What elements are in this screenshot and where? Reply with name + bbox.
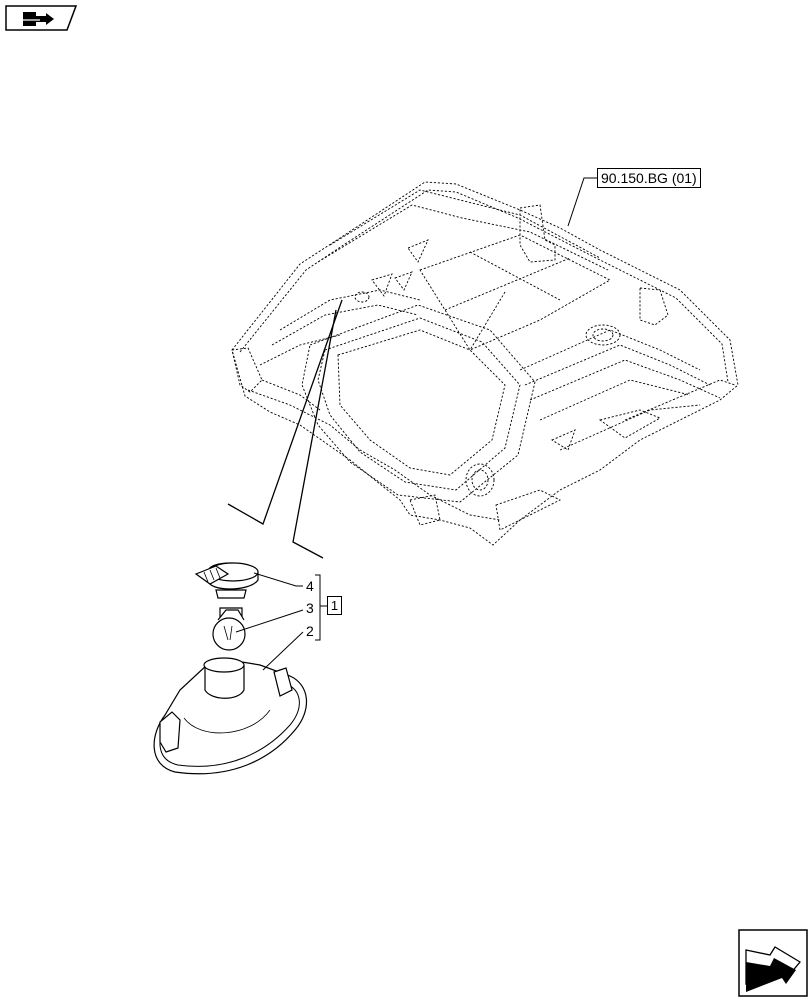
book-navigation-icon[interactable] — [5, 5, 78, 31]
callout-number-4: 4 — [306, 578, 314, 594]
cab-roof-outline — [231, 181, 739, 546]
bulb-part — [212, 607, 246, 651]
reference-label[interactable]: 90.150.BG (01) — [597, 168, 701, 188]
callout-number-3: 3 — [306, 600, 314, 616]
lamp-housing-part — [153, 657, 308, 775]
callout-leaders — [235, 177, 597, 671]
next-page-arrow-icon[interactable] — [738, 929, 808, 997]
lamp-socket-part — [194, 562, 259, 599]
kit-number-label: 1 — [327, 596, 342, 615]
callout-number-2: 2 — [306, 623, 314, 639]
leader-lines — [227, 299, 343, 559]
